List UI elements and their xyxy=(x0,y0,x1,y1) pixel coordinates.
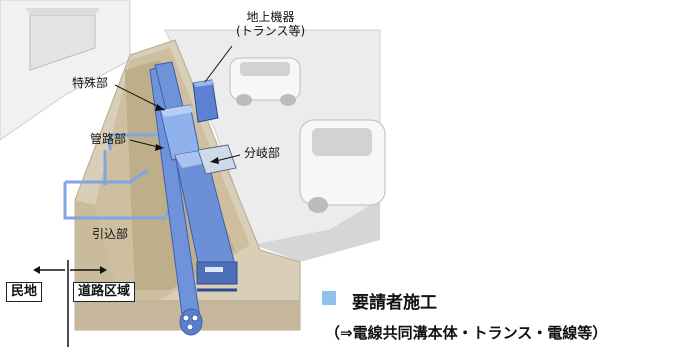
lead-in-line-1 xyxy=(65,168,149,184)
conduit-pipe-end-ring xyxy=(191,314,199,322)
label-conduit-section: 管路部 xyxy=(90,132,127,146)
boundary-left-arrowhead xyxy=(33,266,40,274)
building-ledge-top xyxy=(25,8,100,15)
leader-conduit-arrow xyxy=(155,144,164,151)
conduit-pipe-end-ring xyxy=(182,314,190,322)
label-road-area: 道路区域 xyxy=(73,282,136,302)
label-equipment-sub: (トランス等) xyxy=(236,24,306,38)
label-branch-section: 分岐部 xyxy=(244,146,281,160)
label-special-section: 特殊部 xyxy=(72,76,109,90)
leader-branch-arrow xyxy=(210,157,219,164)
boundary-right-arrowhead xyxy=(100,266,107,274)
transformer-top xyxy=(193,80,215,87)
conduit-pipe-end-ring xyxy=(186,323,194,331)
label-lead-in-section: 引込部 xyxy=(92,227,129,241)
label-above-ground-equipment: 地上機器 (トランス等) xyxy=(236,10,305,38)
label-equipment-title: 地上機器 xyxy=(246,10,295,24)
label-private-land: 民地 xyxy=(6,282,43,302)
special-section-top xyxy=(160,105,194,117)
car-1 xyxy=(229,57,301,106)
duct-end-panel xyxy=(205,267,223,272)
conduit-pipe-end xyxy=(179,308,203,336)
leader-equipment xyxy=(204,45,233,83)
legend-label: 要請者施工 xyxy=(352,293,437,313)
leader-special-arrow xyxy=(155,104,165,111)
car-2 xyxy=(299,119,386,213)
legend-swatch xyxy=(322,291,336,305)
legend-note: （⇒電線共同溝本体・トランス・電線等） xyxy=(325,324,608,342)
lead-in-line-3 xyxy=(108,133,160,150)
road-edge xyxy=(255,200,380,262)
duct-end-unit xyxy=(196,261,238,285)
